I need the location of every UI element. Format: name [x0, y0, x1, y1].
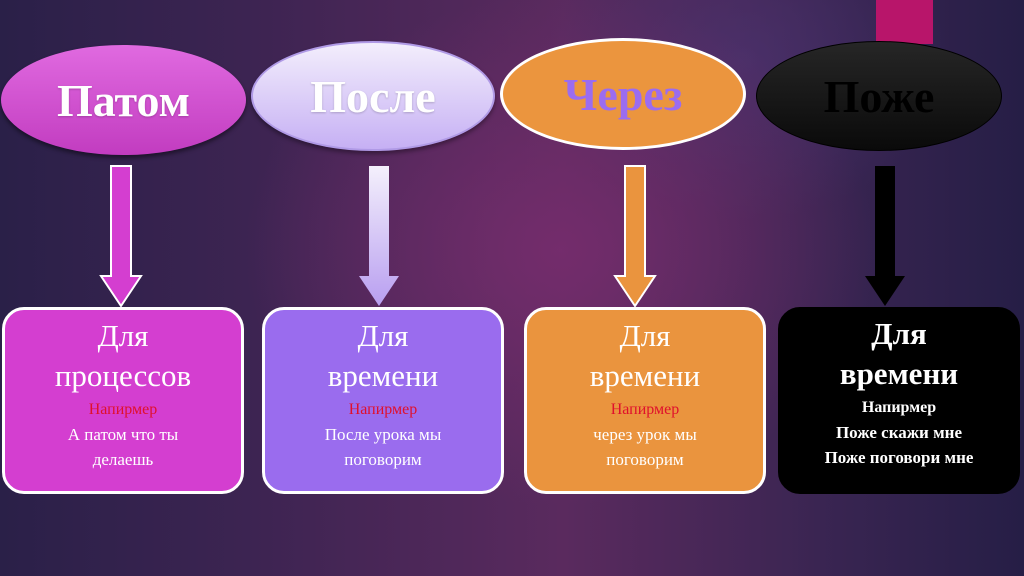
usage-heading: времени [327, 358, 439, 393]
decorative-accent-bar [876, 0, 933, 44]
example-text: После урока мы [324, 425, 442, 444]
usage-box-cherez: Для времени Напирмер через урок мы погов… [524, 307, 766, 494]
example-label: Напирмер [610, 401, 680, 418]
down-arrow-icon [99, 165, 143, 308]
usage-heading: времени [839, 356, 959, 391]
down-arrow-icon [865, 166, 905, 306]
word-label: Поже [823, 70, 935, 122]
example-text: А патом что ты [67, 425, 179, 444]
example-text: Поже поговори мне [824, 448, 974, 467]
usage-box-posle: Для времени Напирмер После урока мы пого… [262, 307, 504, 494]
usage-heading: Для [357, 318, 409, 353]
usage-box-pozhe: Для времени Напирмер Поже скажи мне Поже… [778, 307, 1020, 494]
usage-heading: Для [97, 318, 149, 353]
example-text: поговорим [344, 450, 422, 469]
usage-heading: времени [589, 358, 701, 393]
word-label: После [310, 70, 436, 122]
example-text: поговорим [606, 450, 684, 469]
example-text: через урок мы [593, 425, 697, 444]
word-label: Через [563, 68, 683, 120]
example-label: Напирмер [861, 399, 937, 416]
word-label: Патом [56, 74, 191, 126]
down-arrow-icon [613, 165, 657, 308]
example-text: делаешь [92, 450, 154, 469]
example-label: Напирмер [88, 401, 158, 418]
usage-heading: Для [871, 316, 927, 351]
usage-heading: Для [619, 318, 671, 353]
word-ellipse-posle: После [251, 41, 495, 151]
usage-box-patom: Для процессов Напирмер А патом что ты де… [2, 307, 244, 494]
word-ellipse-pozhe: Поже [756, 41, 1002, 151]
example-text: Поже скажи мне [835, 423, 963, 442]
usage-heading: процессов [54, 358, 192, 393]
example-label: Напирмер [348, 401, 418, 418]
word-ellipse-cherez: Через [500, 38, 746, 150]
word-ellipse-patom: Патом [1, 45, 246, 155]
down-arrow-icon [359, 166, 399, 306]
